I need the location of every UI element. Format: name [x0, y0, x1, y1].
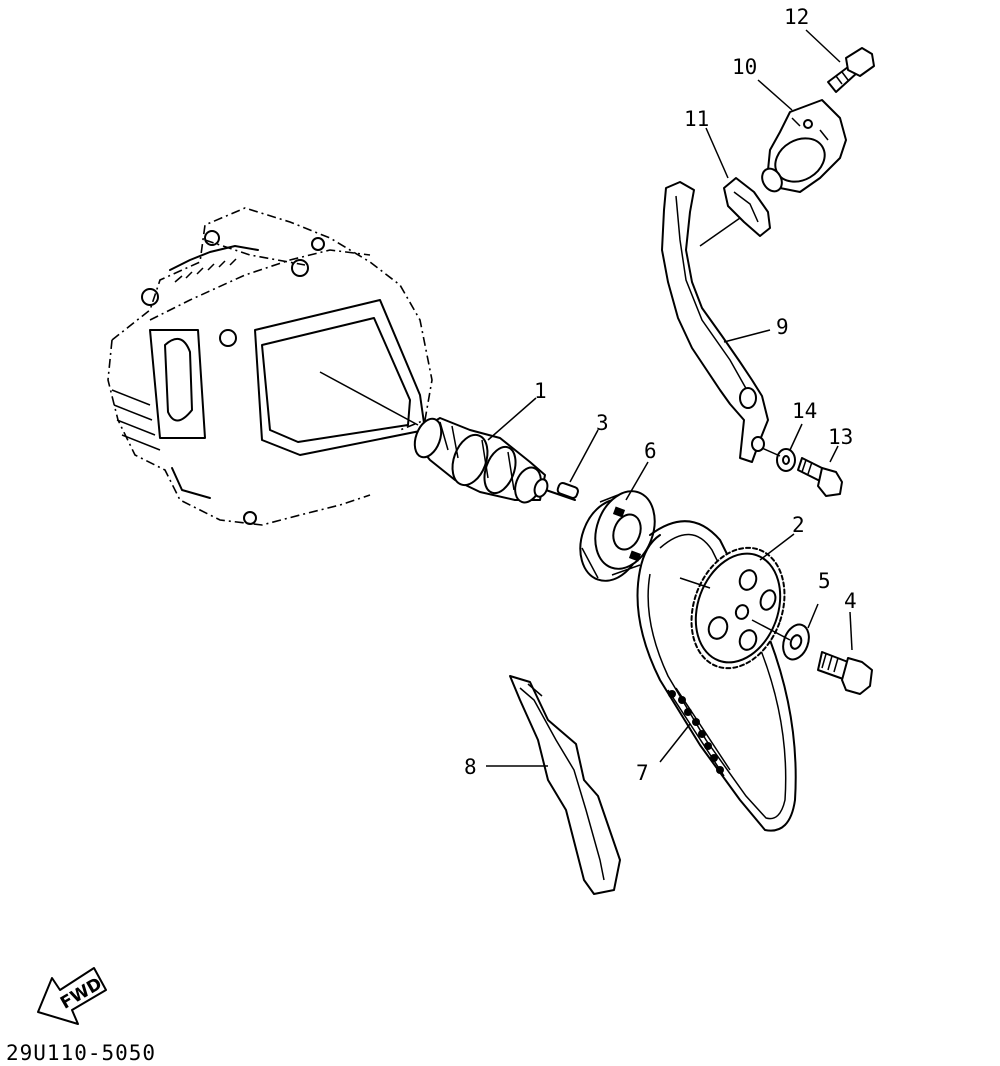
washer — [751, 619, 810, 661]
leader-lines — [486, 29, 853, 767]
tensioner-bolt — [827, 47, 875, 93]
callout-7: 7 — [636, 761, 649, 785]
callout-4: 4 — [844, 589, 857, 613]
sprocket-bolt — [817, 651, 873, 695]
callout-6: 6 — [644, 439, 657, 463]
part-code: 29U110-5050 — [6, 1041, 156, 1065]
cam-sprocket — [679, 546, 786, 670]
fwd-arrow-icon: FWD — [37, 967, 107, 1025]
camshaft — [413, 417, 576, 504]
callout-3: 3 — [596, 411, 609, 435]
callout-12: 12 — [784, 5, 809, 29]
callout-13: 13 — [828, 425, 853, 449]
dowel-pin — [556, 482, 579, 499]
callout-14: 14 — [792, 399, 817, 423]
guide-bolt — [797, 457, 843, 497]
chain-guide — [509, 675, 621, 895]
tensioner-guide — [661, 181, 769, 463]
callout-2: 2 — [792, 513, 805, 537]
cam-chain — [636, 520, 797, 832]
guide-washer — [761, 447, 796, 472]
callout-11: 11 — [684, 107, 709, 131]
tensioner-gasket — [699, 177, 771, 247]
callout-8: 8 — [464, 755, 477, 779]
callout-5: 5 — [818, 569, 831, 593]
callout-9: 9 — [776, 315, 789, 339]
callout-labels: 1 2 3 4 5 6 7 8 9 10 11 12 13 14 — [464, 5, 857, 785]
chain-tensioner — [761, 99, 847, 193]
chain-links — [667, 687, 731, 777]
callout-10: 10 — [732, 55, 757, 79]
bearing — [579, 490, 656, 582]
cylinder-head — [107, 207, 433, 526]
callout-1: 1 — [534, 379, 547, 403]
assembly-axis-line — [319, 371, 419, 426]
